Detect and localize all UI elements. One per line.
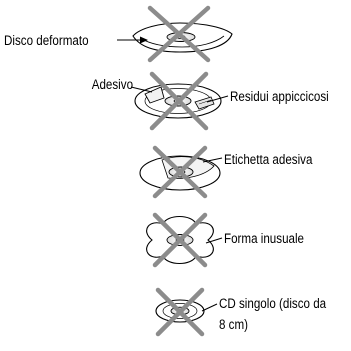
leader-line-residue: [206, 95, 229, 103]
leader-line-shape: [205, 237, 223, 244]
label-sticky-residue: Residui appiccicosi: [230, 89, 329, 104]
prohibited-cross-icon: [155, 287, 205, 337]
label-sticker: Adesivo: [91, 77, 133, 92]
prohibited-cross-icon: [149, 71, 209, 131]
label-adhesive-label: Etichetta adesiva: [224, 152, 313, 167]
warped-disc-illustration: [117, 5, 233, 63]
sticker-disc-illustration: [130, 71, 229, 131]
prohibited-cross-icon: [147, 5, 211, 63]
leader-line-sticker: [130, 86, 153, 93]
single-cd-illustration: [155, 287, 218, 337]
sticker-patch: [144, 86, 165, 104]
label-unusual-shape: Forma inusuale: [224, 231, 305, 246]
prohibited-cross-icon: [152, 145, 208, 199]
arrow-head-icon: [140, 36, 148, 44]
prohibited-cross-icon: [152, 212, 208, 268]
label-single-cd-line1: CD singolo (disco da: [219, 296, 327, 311]
label-disc-illustration: [139, 145, 223, 199]
label-warped-disc: Disco deformato: [4, 33, 89, 48]
label-single-cd-line2: 8 cm): [219, 317, 249, 332]
leader-line-label: [202, 157, 223, 163]
residue-patch: [194, 96, 215, 110]
shaped-disc-illustration: [146, 212, 223, 268]
leader-line-single-cd: [201, 303, 218, 312]
